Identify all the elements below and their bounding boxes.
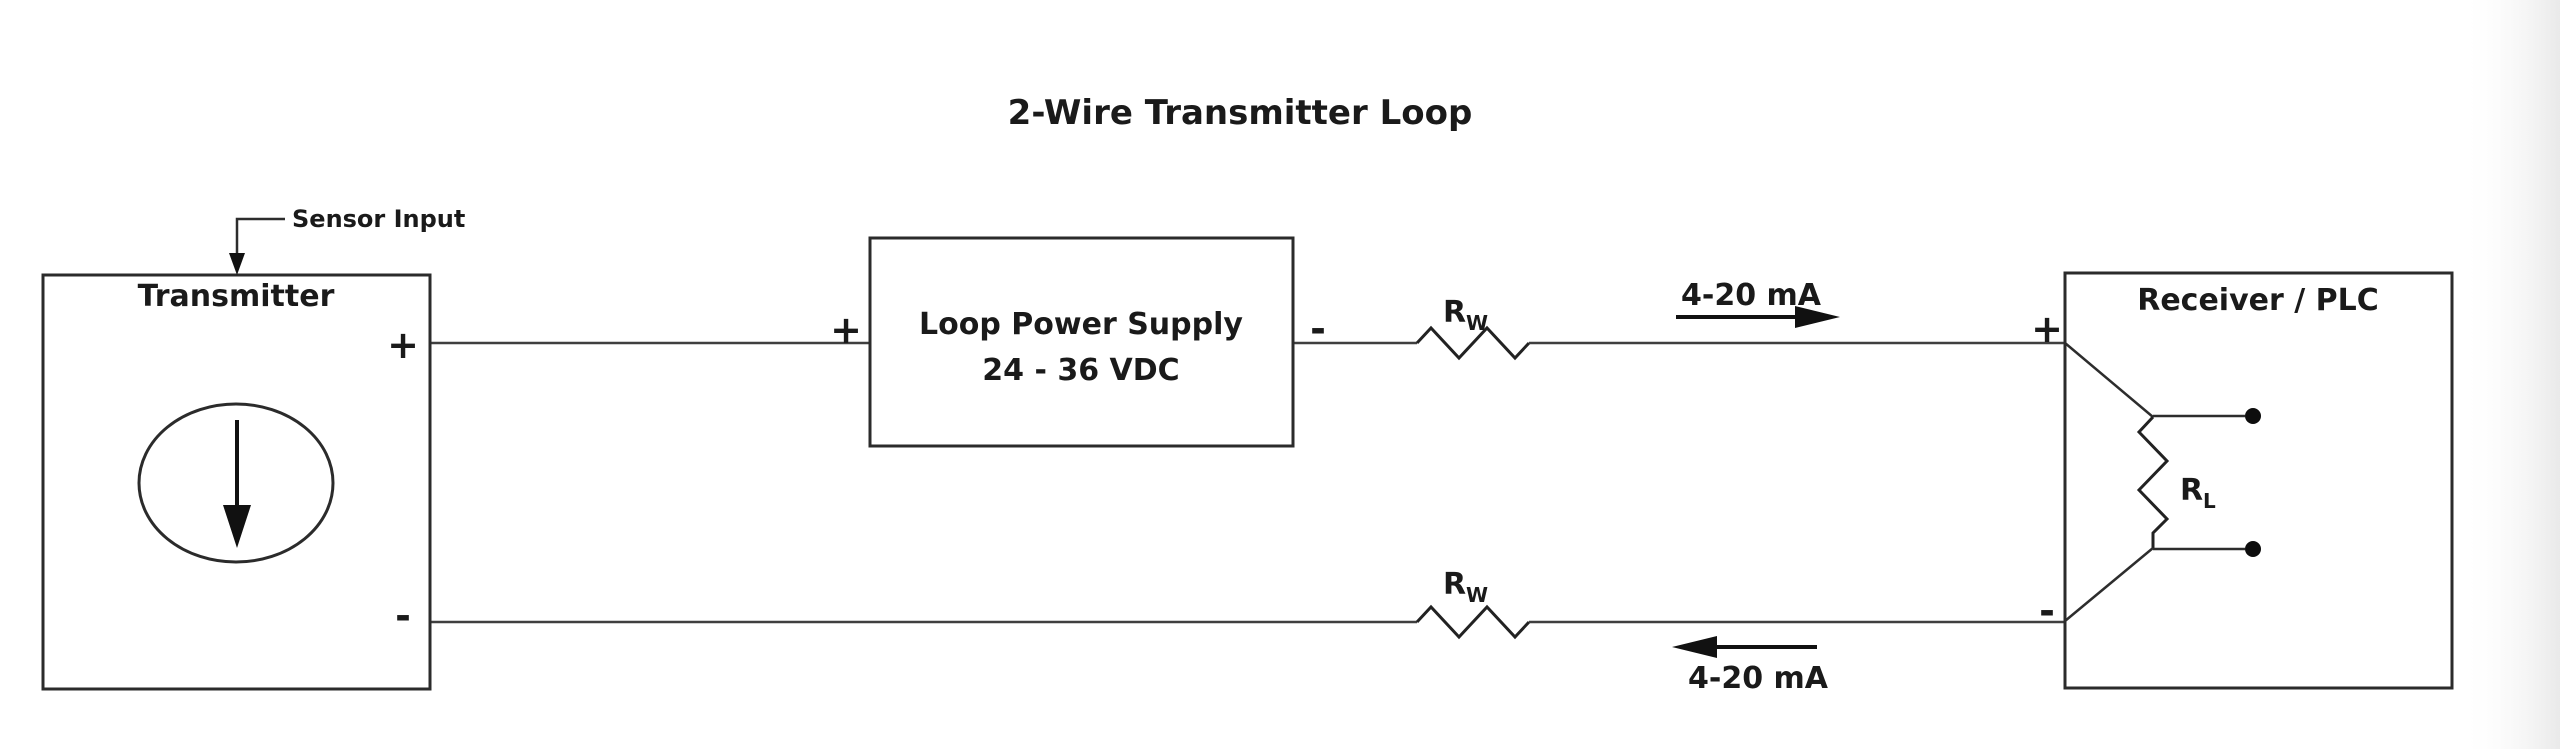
current-source-arrow-down-icon [223, 505, 251, 548]
resistor-rw-top [1415, 325, 1531, 361]
sensor-arrow-down-icon [229, 253, 245, 275]
terminal-dot-bottom [2245, 541, 2261, 557]
rw-bottom-subscript: W [1466, 583, 1488, 607]
sensor-input-arrow-line [235, 217, 285, 260]
receiver-label: Receiver / PLC [2137, 283, 2379, 318]
receiver-wire-top-diagonal [2064, 342, 2154, 418]
rw-bottom-label: R [1443, 567, 1466, 602]
rw-top-subscript: W [1466, 311, 1488, 335]
receiver-box [2063, 271, 2454, 690]
current-arrow-right-icon [1795, 306, 1840, 328]
transmitter-minus-terminal: - [395, 594, 411, 638]
load-resistor-rl [2136, 415, 2170, 548]
power-supply-label-line1: Loop Power Supply [919, 307, 1243, 342]
receiver-minus-terminal: - [2039, 589, 2055, 633]
power-supply-plus-terminal: + [830, 308, 862, 352]
current-label-bottom: 4-20 mA [1688, 661, 1829, 696]
power-supply-box [868, 236, 1295, 448]
terminal-dot-top [2245, 408, 2261, 424]
page-edge-shade [2460, 0, 2560, 749]
resistor-rw-bottom [1415, 604, 1531, 640]
sensor-input-label: Sensor Input [292, 205, 465, 233]
rl-subscript: L [2203, 489, 2216, 513]
receiver-wire-bottom-diagonal [2064, 547, 2154, 622]
transmitter-plus-terminal: + [387, 323, 419, 367]
rl-label: R [2180, 473, 2203, 508]
current-arrow-left-icon [1672, 636, 1717, 658]
rw-top-label: R [1443, 295, 1466, 330]
power-supply-minus-terminal: - [1310, 307, 1326, 351]
current-source-symbol [137, 402, 335, 564]
diagram-title: 2-Wire Transmitter Loop [1008, 93, 1473, 133]
receiver-plus-terminal: + [2031, 307, 2063, 351]
power-supply-label-line2: 24 - 36 VDC [982, 353, 1179, 388]
transmitter-label: Transmitter [138, 279, 335, 314]
